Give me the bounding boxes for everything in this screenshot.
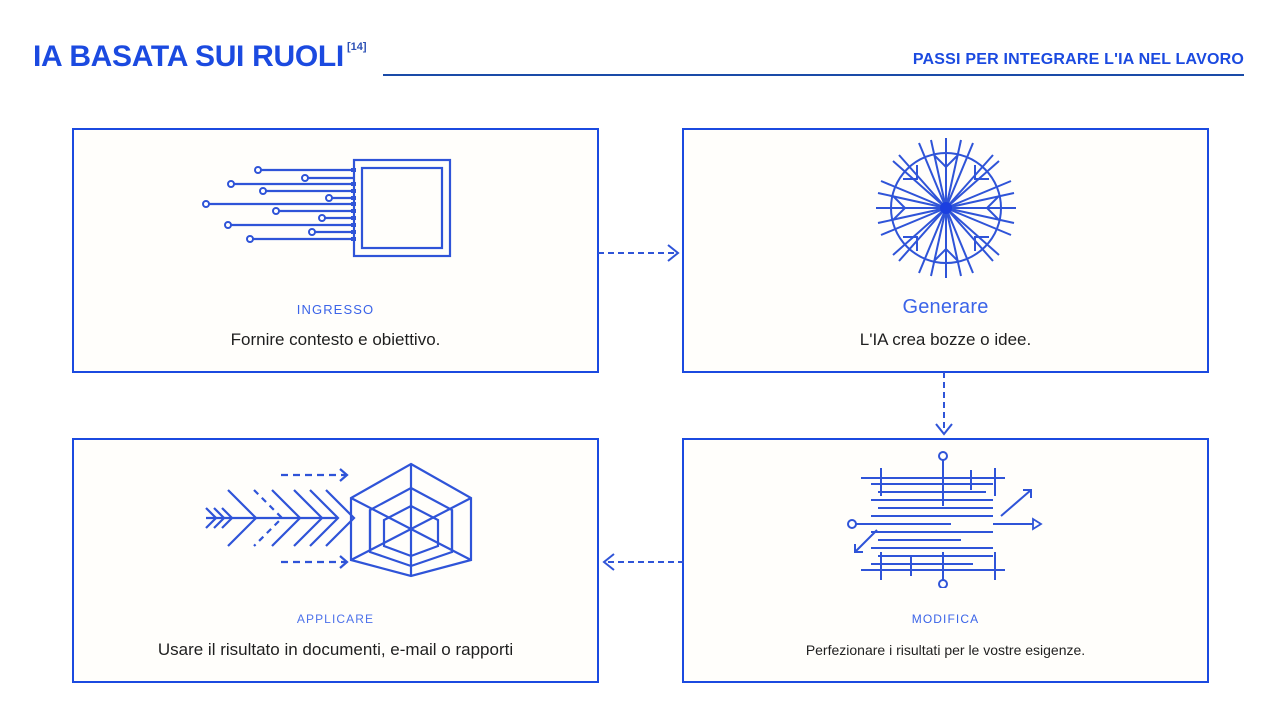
card-input[interactable]: INGRESSO Fornire contesto e obiettivo. xyxy=(72,128,599,373)
connector-input-to-generate xyxy=(598,235,684,271)
header-subtitle: PASSI PER INTEGRARE L'IA NEL LAVORO xyxy=(912,51,1244,68)
card-apply[interactable]: APPLICARE Usare il risultato in document… xyxy=(72,438,599,683)
header-divider-rule xyxy=(383,74,1244,76)
card-generate-label: Generare xyxy=(902,296,989,318)
page-title-text: IA BASATA SUI RUOLI xyxy=(33,40,344,73)
card-edit-label: MODIFICA xyxy=(911,612,980,626)
card-edit-description: Perfezionare i risultati per le vostre e… xyxy=(805,642,1086,658)
radial-burst-icon xyxy=(684,130,1207,285)
arrow-and-hexagon-cube-icon xyxy=(74,440,597,595)
card-input-description: Fornire contesto e obiettivo. xyxy=(230,330,441,349)
card-edit[interactable]: MODIFICA Perfezionare i risultati per le… xyxy=(682,438,1209,683)
page-title: IA BASATA SUI RUOLI[14] xyxy=(33,42,367,72)
input-lines-into-square-icon xyxy=(74,130,597,285)
page-title-reference-superscript: [14] xyxy=(346,41,367,53)
card-generate-description: L'IA crea bozze o idee. xyxy=(859,330,1032,349)
connector-generate-to-edit xyxy=(926,372,962,440)
page-header: IA BASATA SUI RUOLI[14] PASSI PER INTEGR… xyxy=(0,0,1280,100)
horizontal-lines-sliders-icon xyxy=(684,440,1207,595)
card-input-label: INGRESSO xyxy=(296,302,375,317)
card-generate[interactable]: Generare L'IA crea bozze o idee. xyxy=(682,128,1209,373)
connector-edit-to-apply xyxy=(598,544,684,580)
card-apply-description: Usare il risultato in documenti, e-mail … xyxy=(157,640,514,659)
card-apply-label: APPLICARE xyxy=(296,612,375,626)
